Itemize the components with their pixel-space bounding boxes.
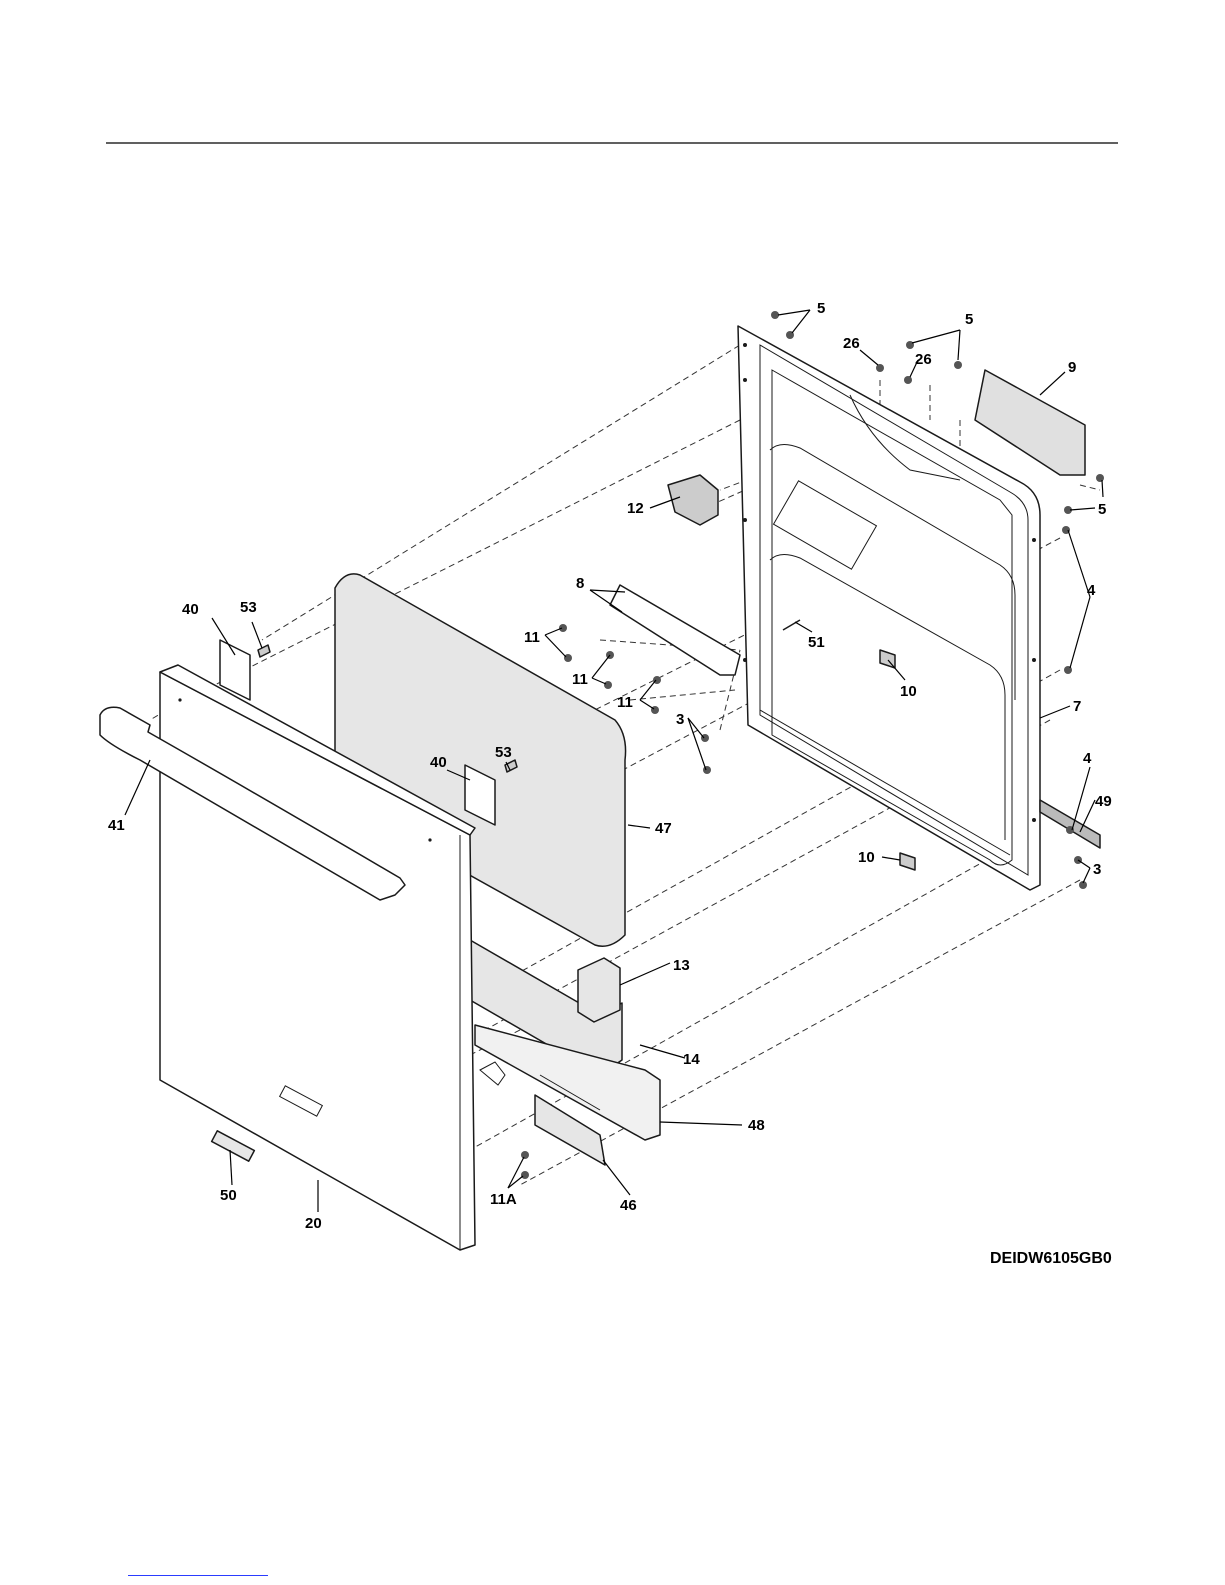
callout-48: 48 xyxy=(748,1117,765,1134)
callout-10: 10 xyxy=(858,849,875,866)
callout-40: 40 xyxy=(430,754,447,771)
hinge-clip xyxy=(900,853,915,870)
callout-8: 8 xyxy=(576,575,584,592)
screw-icon xyxy=(258,645,270,657)
callout-3: 3 xyxy=(676,711,684,728)
callout-12: 12 xyxy=(627,500,644,517)
callout-7: 7 xyxy=(1073,698,1081,715)
callout-5: 5 xyxy=(1098,501,1106,518)
callout-13: 13 xyxy=(673,957,690,974)
callout-11a: 11A xyxy=(490,1191,517,1208)
callout-4: 4 xyxy=(1083,750,1092,767)
callout-9: 9 xyxy=(1068,359,1076,376)
callout-41: 41 xyxy=(108,817,125,834)
footer-link-underline[interactable] xyxy=(128,1575,268,1576)
callout-4: 4 xyxy=(1087,582,1096,599)
callout-3: 3 xyxy=(1093,861,1101,878)
callout-49: 49 xyxy=(1095,793,1112,810)
callout-5: 5 xyxy=(965,311,973,328)
callout-53: 53 xyxy=(495,744,512,761)
callout-11: 11 xyxy=(572,671,588,688)
callout-11: 11 xyxy=(617,694,633,711)
callout-46: 46 xyxy=(620,1197,637,1214)
lower-door-components xyxy=(470,940,660,1165)
callout-11: 11 xyxy=(524,629,540,646)
callout-51: 51 xyxy=(808,634,825,651)
vent-assembly xyxy=(610,585,740,675)
callout-26: 26 xyxy=(843,335,860,352)
callout-47: 47 xyxy=(655,820,672,837)
door-latch xyxy=(668,475,718,525)
callout-53: 53 xyxy=(240,599,257,616)
callout-50: 50 xyxy=(220,1187,237,1204)
drawing-code: DEIDW6105GB0 xyxy=(990,1250,1112,1267)
callout-26: 26 xyxy=(915,351,932,368)
callout-14: 14 xyxy=(683,1051,700,1068)
callout-5: 5 xyxy=(817,300,825,317)
callout-10: 10 xyxy=(900,683,917,700)
callout-20: 20 xyxy=(305,1215,322,1232)
control-module xyxy=(975,370,1085,475)
callout-40: 40 xyxy=(182,601,199,618)
brand-badge xyxy=(212,1131,255,1161)
